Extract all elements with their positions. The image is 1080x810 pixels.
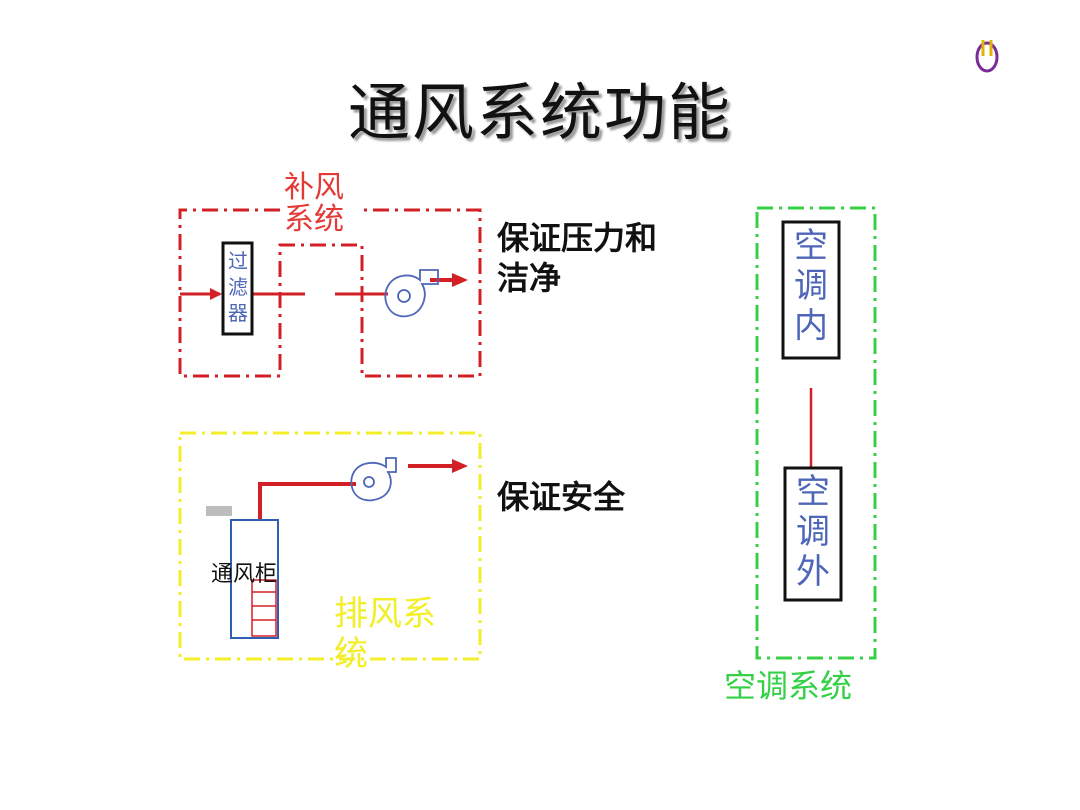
- ac-indoor-char: 调: [794, 266, 828, 306]
- ac-outdoor-char: 空: [796, 472, 830, 512]
- fume-hood: [206, 506, 279, 639]
- exhaust-boundary: [178, 431, 482, 661]
- exhaust-purpose: 保证安全: [497, 478, 626, 516]
- exhaust-label-line1: 排风系: [334, 594, 436, 634]
- makeup-air-boundary: [178, 208, 482, 378]
- page-title: 通风系统功能: [347, 76, 732, 149]
- filter-char: 滤: [228, 275, 248, 299]
- ac-boundary: [755, 206, 877, 660]
- makeup-purpose-line1: 保证压力和: [497, 219, 658, 257]
- corner-logo-icon: [975, 40, 999, 73]
- filter-box: [221, 241, 254, 336]
- filter-char: 过: [228, 249, 248, 273]
- arrow-icon: [452, 273, 468, 287]
- ac-indoor-char: 空: [794, 226, 828, 266]
- ac-system-label: 空调系统: [724, 667, 853, 705]
- ac-outdoor-char: 调: [796, 512, 830, 552]
- ac-outdoor-char: 外: [796, 552, 830, 592]
- fan-icon: [384, 269, 439, 318]
- makeup-air-flow: [180, 273, 468, 300]
- fan-icon: [350, 457, 397, 502]
- makeup-purpose-line2: 洁净: [497, 259, 562, 297]
- makeup-air-label-line2: 系统: [284, 202, 344, 237]
- filter-char: 器: [228, 301, 248, 325]
- ac-outdoor-label: 空 调 外: [787, 472, 839, 592]
- ac-indoor-label: 空 调 内: [785, 226, 837, 346]
- exhaust-flow: [258, 459, 468, 520]
- makeup-air-label-line1: 补风: [284, 170, 344, 205]
- ac-outdoor-box: [783, 466, 843, 602]
- exhaust-label-line2: 统: [334, 634, 368, 674]
- fume-hood-label: 通风柜: [211, 562, 278, 587]
- arrow-icon: [452, 459, 468, 473]
- ac-indoor-char: 内: [794, 306, 828, 346]
- filter-label: 过 滤 器: [224, 248, 252, 326]
- ac-indoor-box: [781, 220, 841, 360]
